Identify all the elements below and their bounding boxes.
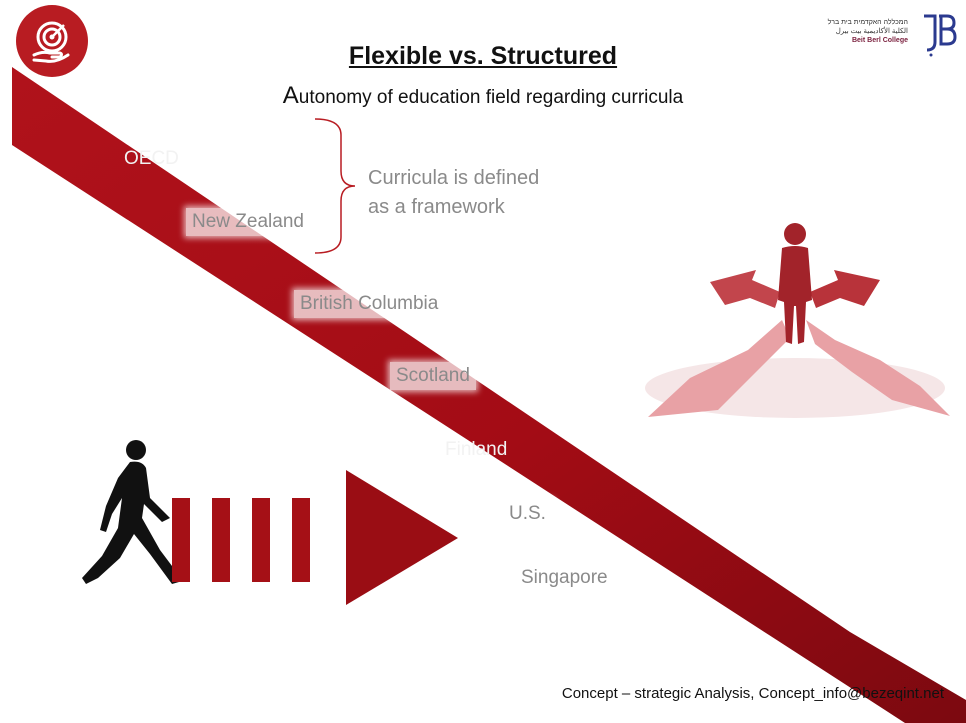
forward-arrow-icon [172,470,458,605]
bracket-note: Curricula is defined as a framework [368,167,540,218]
curly-bracket [314,118,356,254]
beit-berl-logo [924,14,957,57]
footer-credit: Concept – strategic Analysis, Concept_in… [561,685,944,702]
country-finland: Finland [445,439,508,460]
country-singapore: Singapore [515,564,614,592]
page-title: Flexible vs. Structured [348,42,618,70]
country-british-columbia: British Columbia [294,290,445,318]
logo-text: המכללה האקדמית בית ברל الكلية الأكاديمية… [827,19,908,44]
country-scotland: Scotland [390,362,476,390]
person-choices-icon [645,223,950,418]
target-hand-icon [16,5,88,77]
country-us: U.S. [503,500,552,528]
country-new-zealand: New Zealand [186,208,310,236]
country-oecd: OECD [124,148,179,169]
walking-person-icon [82,440,186,584]
page-subtitle: Autonomy of education field regarding cu… [282,82,684,109]
